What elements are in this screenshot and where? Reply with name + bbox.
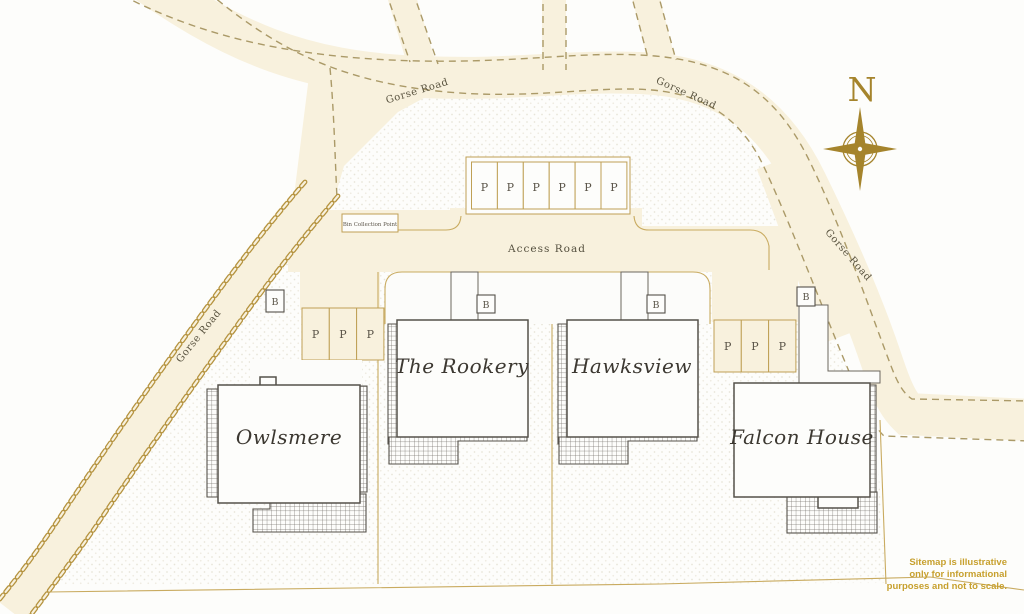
right-parking-apron	[712, 268, 798, 322]
parking-space-label: P	[481, 181, 489, 194]
disclaimer-line-2: only for informational	[909, 569, 1007, 580]
disclaimer-line-3: purposes and not to scale.	[887, 581, 1007, 592]
parking-space-label: P	[751, 340, 759, 353]
parking-space-label: P	[779, 340, 787, 353]
house-name-the-rookery: The Rookery	[395, 354, 529, 378]
parking-space-label: P	[507, 181, 515, 194]
gorse-road-left-lane	[0, 177, 335, 614]
plot-falcon-house[interactable]: Falcon House B	[729, 286, 881, 534]
parking-row-left: P P P	[301, 307, 385, 361]
parking-space-label: P	[724, 340, 732, 353]
road-edges	[129, 0, 1024, 442]
kerb-line-right	[633, 215, 770, 270]
house-name-falcon-house: Falcon House	[729, 425, 874, 449]
parking-space-label: P	[610, 181, 618, 194]
boundary-wall	[0, 179, 341, 614]
bin-store-label: B	[483, 300, 490, 311]
parking-space-label: P	[532, 181, 540, 194]
rookery-bin-store	[476, 294, 496, 314]
road-junction-fill	[292, 52, 435, 212]
bin-store-label: B	[653, 300, 660, 311]
falcon-footprint	[733, 382, 871, 498]
house-name-owlsmere: Owlsmere	[236, 425, 342, 449]
parking-row-right: P P P	[713, 319, 797, 373]
bin-store-label: B	[803, 292, 810, 303]
plot-boundaries	[47, 272, 1024, 593]
kerb-line-left	[398, 215, 462, 231]
bin-store-label: B	[272, 297, 279, 308]
owlsmere-footprint	[217, 384, 361, 504]
parking-space-label: P	[367, 328, 375, 341]
disclaimer-line-1: Sitemap is illustrative	[909, 557, 1007, 568]
plot-the-rookery[interactable]: The Rookery B	[387, 271, 529, 465]
disclaimer: Sitemap is illustrative only for informa…	[887, 557, 1007, 592]
compass-quatrefoil	[846, 135, 874, 163]
plot-owlsmere[interactable]: Owlsmere B	[206, 289, 368, 533]
arm2-edges	[542, 0, 567, 70]
arm3-edges	[631, 0, 677, 61]
hawksview-bin-store	[646, 294, 666, 314]
compass-north-label: N	[848, 70, 877, 109]
left-parking-apron	[300, 268, 380, 310]
bin-collection-label: Bin Collection Point	[343, 222, 398, 228]
plot-hawksview[interactable]: Hawksview B	[557, 271, 699, 465]
parking-space-label: P	[584, 181, 592, 194]
gorse-road-right-thicken	[756, 150, 869, 344]
owlsmere-patio-left	[206, 388, 220, 498]
bin-collection-point: Bin Collection Point	[341, 213, 399, 233]
parking-space-label: P	[312, 328, 320, 341]
parking-space-label: P	[558, 181, 566, 194]
road-edge-inner	[216, 0, 1024, 442]
road-arm-3	[632, 0, 676, 66]
falcon-bin-store	[796, 286, 816, 307]
parking-space-label: P	[339, 328, 347, 341]
house-name-hawksview: Hawksview	[571, 354, 692, 378]
owlsmere-bin-store	[265, 289, 285, 313]
hawksview-footprint	[566, 319, 699, 438]
hawksview-driveway	[620, 271, 649, 322]
rookery-driveway	[450, 271, 479, 322]
parking-block-top: P P P P P P	[465, 156, 631, 215]
compass-rose: N	[823, 70, 897, 191]
rookery-footprint	[396, 319, 529, 438]
access-road-label: Access Road	[507, 243, 586, 255]
arm1-edges	[388, 0, 439, 65]
road-arm-1	[387, 0, 438, 76]
access-road-fill	[288, 210, 810, 272]
road-edge-junction	[329, 67, 338, 199]
frontage-outline	[384, 271, 711, 324]
road-edge-outer	[129, 0, 1024, 402]
